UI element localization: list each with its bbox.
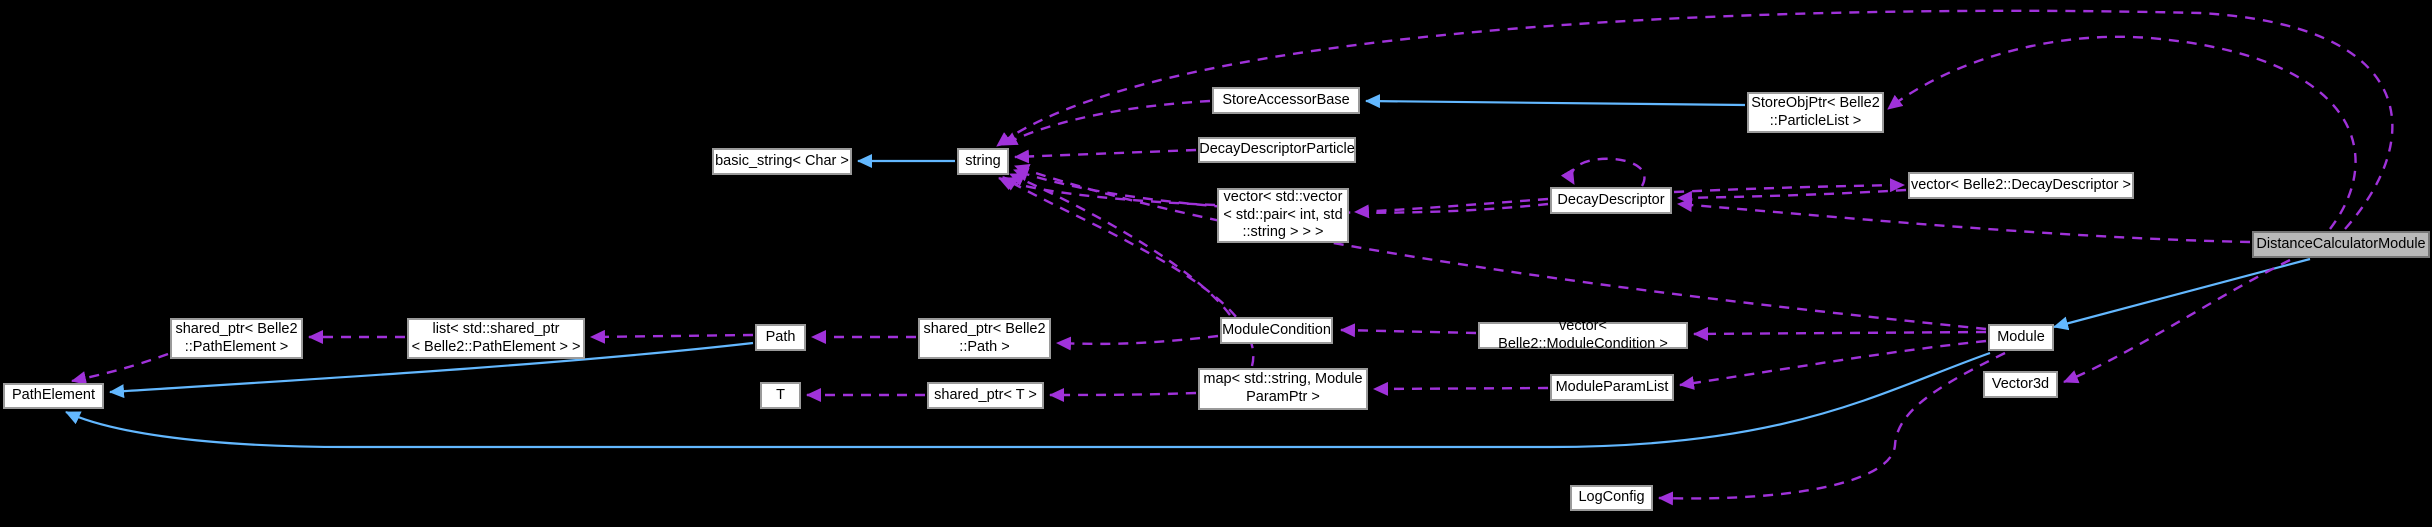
node-path[interactable]: Path: [755, 324, 806, 351]
edge-vectorpair-string: [998, 176, 1216, 207]
node-map-string-module-param-ptr[interactable]: map< std::string, Module ParamPtr >: [1198, 368, 1368, 410]
edge-module-vectormc: [1693, 326, 1987, 341]
edge-map-string: [1002, 176, 1255, 367]
edge-vectormc-modulecondition: [1340, 323, 1477, 338]
node-shared-ptr-path[interactable]: shared_ptr< Belle2 ::Path >: [918, 318, 1051, 359]
edge-decaydescriptor-vectordd: [1673, 178, 1905, 194]
node-store-accessor-base[interactable]: StoreAccessorBase: [1212, 87, 1360, 114]
node-shared-ptr-path-element[interactable]: shared_ptr< Belle2 ::PathElement >: [170, 318, 303, 359]
node-string[interactable]: string: [957, 148, 1009, 175]
edge-module-mpl: [1679, 339, 1987, 390]
edge-dcm-decaydescriptor: [1677, 198, 2251, 244]
node-basic-string[interactable]: basic_string< Char >: [712, 148, 852, 175]
node-module[interactable]: Module: [1988, 324, 2054, 351]
node-distance-calculator-module[interactable]: DistanceCalculatorModule: [2252, 231, 2430, 258]
edge-modulecondition-string: [1009, 172, 1231, 316]
edge-decaydescriptor-vectorpair: [1354, 197, 1549, 219]
node-vector3d[interactable]: Vector3d: [1983, 371, 2058, 398]
node-store-obj-ptr-particle-list[interactable]: StoreObjPtr< Belle2 ::ParticleList >: [1747, 92, 1884, 133]
node-module-param-list[interactable]: ModuleParamList: [1550, 374, 1674, 401]
node-vector-decay-descriptor[interactable]: vector< Belle2::DecayDescriptor >: [1908, 172, 2134, 199]
edge-module-string: [1014, 163, 1987, 331]
node-shared-ptr-t[interactable]: shared_ptr< T >: [927, 382, 1044, 409]
node-log-config[interactable]: LogConfig: [1570, 485, 1653, 511]
node-path-element[interactable]: PathElement: [3, 383, 104, 409]
edge-dcm-string: [996, 9, 2394, 230]
edge-storeobjptr-storeaccessorbase: [1365, 94, 1746, 109]
edge-path-pathelement: [109, 341, 754, 399]
edge-map-sharedptrt: [1049, 387, 1197, 402]
edge-dcm-vector3d: [2063, 258, 2291, 384]
edge-path-list: [590, 329, 754, 344]
edge-decaydescriptor-selfloop: [1560, 157, 1646, 187]
edge-sharedptrpe-pathelement: [71, 352, 169, 385]
node-decay-descriptor-particle[interactable]: DecayDescriptorParticle: [1198, 137, 1356, 163]
edge-module-logconfig: [1658, 351, 2006, 506]
edge-module-pathelement: [65, 351, 1991, 449]
node-module-condition[interactable]: ModuleCondition: [1220, 317, 1333, 344]
edge-decaydescriptor-string: [1013, 168, 1549, 214]
edge-dcm-storeobjptr: [1887, 35, 2357, 230]
node-list-shared-ptr-path-element[interactable]: list< std::shared_ptr < Belle2::PathElem…: [407, 318, 585, 359]
edge-decaydescriptorparticle-string: [1014, 148, 1197, 164]
edge-dcm-module: [2053, 257, 2311, 331]
node-t[interactable]: T: [760, 382, 801, 409]
node-decay-descriptor[interactable]: DecayDescriptor: [1550, 187, 1672, 214]
node-vector-pair-int-string[interactable]: vector< std::vector < std::pair< int, st…: [1217, 188, 1349, 243]
node-vector-module-condition[interactable]: vector< Belle2::ModuleCondition >: [1478, 318, 1688, 352]
edge-modulecondition-sharedptrpath: [1056, 334, 1219, 351]
edge-mpl-map: [1373, 381, 1549, 396]
edge-vectordd-decaydescriptor: [1677, 188, 1907, 205]
